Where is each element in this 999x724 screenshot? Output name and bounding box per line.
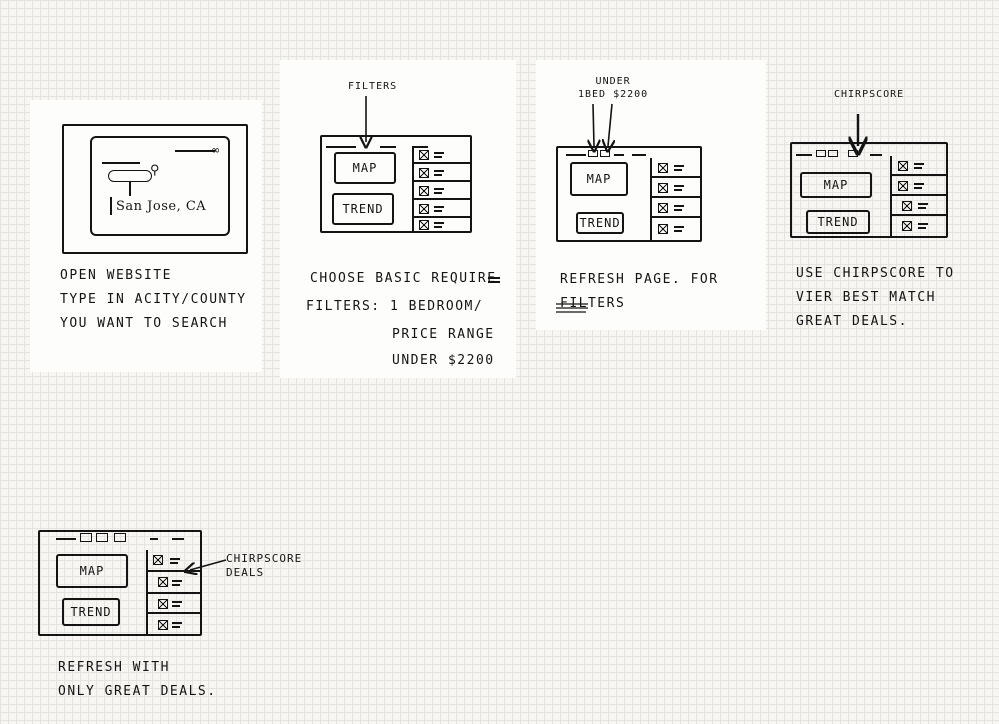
filter-chip[interactable] [80, 533, 92, 542]
paper-card [30, 100, 262, 372]
chirpscore-toggle[interactable] [114, 533, 126, 542]
trend-box[interactable]: TREND [806, 210, 870, 234]
list-item[interactable] [414, 164, 470, 182]
trend-box[interactable]: TREND [62, 598, 120, 626]
list-item[interactable] [892, 216, 946, 236]
filter-bar [414, 146, 428, 148]
list-item[interactable] [414, 200, 470, 218]
list-item[interactable] [148, 614, 202, 636]
browser-window [790, 142, 948, 238]
filter-bar [870, 154, 882, 156]
search-dialog [90, 136, 230, 236]
list-item[interactable] [414, 146, 470, 164]
browser-window [38, 530, 202, 636]
filter-bar [326, 146, 356, 148]
header-line [175, 150, 215, 152]
arrow-to-bed-filter [593, 103, 594, 146]
filter-bar [56, 538, 76, 540]
list-item[interactable] [652, 158, 700, 178]
caption-line: PRICE RANGE [392, 327, 495, 342]
chirpscore-deals-callout: CHIRPSCORE DEALS [226, 552, 303, 580]
filter-bar [614, 154, 624, 156]
filter-bar [150, 538, 158, 540]
listing-column [650, 158, 700, 242]
logo-line [102, 162, 140, 164]
filters-callout: FILTERS [348, 81, 398, 92]
list-item[interactable] [892, 196, 946, 216]
caption: CHOOSE BASIC REQUIRE FILTERS: 1 BEDROOM/… [306, 264, 516, 367]
list-item[interactable] [892, 176, 946, 196]
caption-line: CHOOSE BASIC REQUIRE [310, 271, 497, 286]
caption: OPEN WEBSITE TYPE IN ACITY/COUNTY YOU WA… [60, 268, 247, 332]
list-item[interactable] [414, 218, 470, 232]
browser-window [62, 124, 248, 254]
list-item[interactable] [652, 178, 700, 198]
browser-window [320, 135, 472, 233]
filter-chip[interactable] [96, 533, 108, 542]
caption: REFRESH PAGE. FOR FILTERS [560, 272, 719, 312]
caption-line: UNDER $2200 [392, 353, 495, 368]
list-item[interactable] [148, 572, 202, 594]
search-bar-oval [108, 170, 152, 182]
filter-chip[interactable] [816, 150, 826, 157]
text-cursor [110, 197, 112, 215]
filter-chip[interactable] [828, 150, 838, 157]
caption: USE CHIRPSCORE TO VIER BEST MATCH GREAT … [796, 266, 955, 330]
search-stem [129, 182, 131, 196]
map-box[interactable]: MAP [800, 172, 872, 198]
search-input[interactable]: San Jose, CA [116, 199, 207, 214]
filter-callout: UNDER 1BED $2200 [578, 76, 649, 100]
listing-column [146, 550, 202, 636]
caption-line: FILTERS: 1 BEDROOM/ [306, 299, 484, 314]
filter-bar [380, 146, 396, 148]
scribble-strike [556, 303, 588, 313]
filter-bar [796, 154, 812, 156]
listing-column [412, 146, 470, 232]
chirpscore-callout: CHIRPSCORE [834, 89, 905, 100]
caption: REFRESH WITH ONLY GREAT DEALS. [58, 660, 217, 700]
arrow-to-price-filter [608, 103, 612, 146]
list-item[interactable] [652, 198, 700, 218]
filter-bar [172, 538, 184, 540]
list-item[interactable] [414, 182, 470, 200]
filter-bar [632, 154, 646, 156]
trend-box[interactable]: TREND [332, 193, 394, 225]
trend-box[interactable]: TREND [576, 212, 624, 234]
paper-card [280, 60, 516, 378]
arrow-to-deal-badge [190, 559, 227, 570]
map-box[interactable]: MAP [56, 554, 128, 588]
filter-bar [566, 154, 586, 156]
scribble-strike [488, 277, 500, 283]
map-box[interactable]: MAP [570, 162, 628, 196]
browser-window [556, 146, 702, 242]
list-item[interactable] [148, 594, 202, 614]
infinity-icon: ∞ [212, 143, 221, 157]
list-item[interactable] [892, 156, 946, 176]
magnifier-icon: ⚲ [150, 163, 161, 178]
listing-column [890, 156, 946, 236]
list-item[interactable] [148, 550, 202, 572]
list-item[interactable] [652, 218, 700, 240]
map-box[interactable]: MAP [334, 152, 396, 184]
